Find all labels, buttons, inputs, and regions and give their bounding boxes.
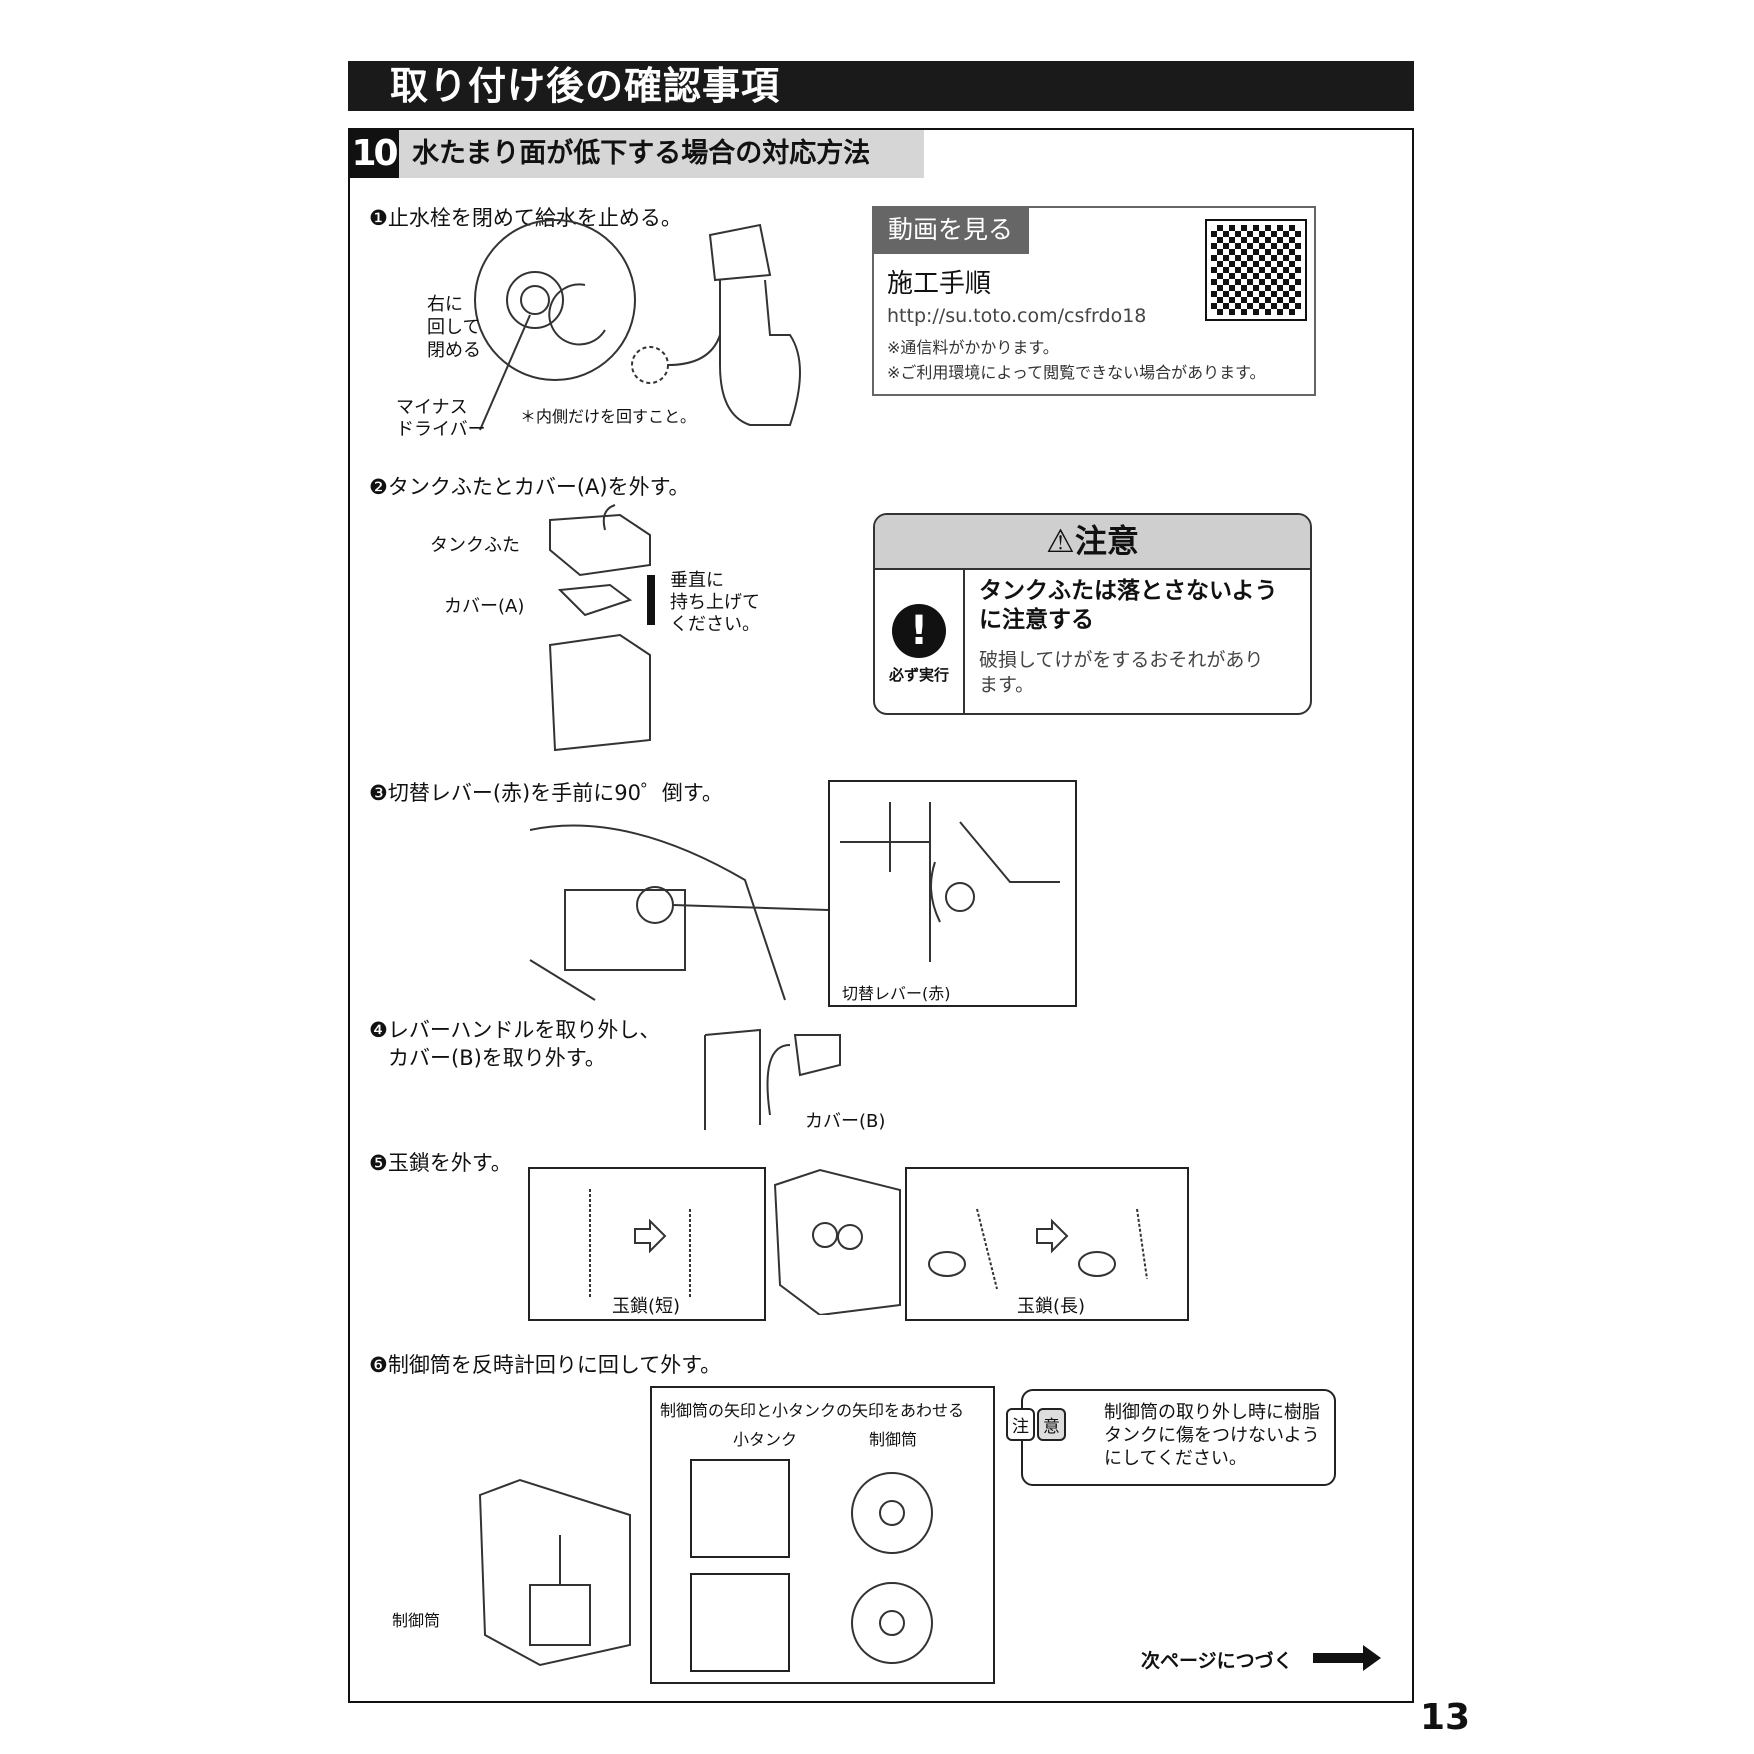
- step-5-text: ❺玉鎖を外す。: [369, 1151, 512, 1175]
- label-inner-only: ＊内側だけを回すこと。: [520, 407, 697, 426]
- alignment-panel: [650, 1386, 995, 1684]
- section-title: 水たまり面が低下する場合の対応方法: [412, 138, 871, 169]
- warning-triangle-icon: ⚠: [1046, 522, 1075, 560]
- label-vertically: 垂直に: [670, 570, 724, 591]
- label-please: ください。: [670, 614, 760, 635]
- section-header: [348, 130, 924, 178]
- label-close: 閉める: [427, 340, 481, 361]
- caution-body-1: 破損してけがをするおそれがあり: [979, 649, 1264, 671]
- tank-chain-illustration: [773, 1168, 901, 1315]
- watch-video-tag: 動画を見る: [872, 206, 1029, 254]
- mandatory-label: 必ず実行: [888, 666, 949, 684]
- long-chain-panel: [905, 1167, 1189, 1321]
- label-align-arrows: 制御筒の矢印と小タンクの矢印をあわせる: [660, 1401, 965, 1420]
- content-frame: [348, 128, 1414, 1703]
- note-badge-2: 意: [1037, 1408, 1066, 1441]
- page-number: 13: [1420, 1697, 1471, 1738]
- page-title: 取り付け後の確認事項: [348, 61, 1414, 111]
- step-3-text: ❸切替レバー(赤)を手前に90゜倒す。: [369, 781, 723, 805]
- label-short-chain: 玉鎖(短): [612, 1296, 681, 1317]
- up-arrow-icon: [647, 575, 655, 625]
- caution-heading-2: に注意する: [979, 607, 1094, 633]
- label-turn-right: 右に: [427, 294, 463, 315]
- note-line-3: にしてください。: [1104, 1448, 1247, 1469]
- caution-body-2: ます。: [979, 674, 1035, 696]
- label-lift: 持ち上げて: [670, 592, 760, 613]
- note-badge: 注 意: [1006, 1408, 1066, 1441]
- video-note-2: ※ご利用環境によって閲覧できない場合があります。: [887, 363, 1266, 382]
- step-4-text-2: カバー(B)を取り外す。: [388, 1046, 606, 1070]
- step-6-text: ❻制御筒を反時計回りに回して外す。: [369, 1353, 722, 1377]
- label-cover-b: カバー(B): [805, 1111, 886, 1132]
- label-small-tank: 小タンク: [733, 1430, 798, 1449]
- qr-code[interactable]: [1205, 219, 1307, 321]
- video-box[interactable]: [872, 206, 1316, 396]
- switch-lever-detail: [828, 780, 1077, 1007]
- label-cover-a: カバー(A): [444, 596, 525, 617]
- video-url[interactable]: http://su.toto.com/csfrdo18: [887, 305, 1147, 327]
- label-long-chain: 玉鎖(長): [1017, 1296, 1086, 1317]
- tank-lid-illustration: [548, 504, 651, 752]
- label-screwdriver: ドライバー: [396, 419, 486, 440]
- note-line-1: 制御筒の取り外し時に樹脂: [1104, 1402, 1320, 1423]
- video-note-1: ※通信料がかかります。: [887, 338, 1059, 357]
- video-heading: 施工手順: [887, 269, 992, 299]
- tank-control-tube-illustration: [478, 1478, 631, 1667]
- label-turn: 回して: [427, 317, 481, 338]
- caution-heading-1: タンクふたは落とさないよう: [979, 578, 1278, 604]
- right-arrow-icon: [1313, 1645, 1381, 1671]
- section-number: 10: [348, 130, 399, 178]
- caution-box: ⚠注意 ! 必ず実行 タンクふたは落とさないよう に注意する 破損してけがをする…: [873, 513, 1312, 715]
- label-control-tube-2: 制御筒: [869, 1430, 918, 1449]
- lever-handle-illustration: [704, 1028, 841, 1130]
- label-flathead: マイナス: [396, 397, 468, 418]
- short-chain-panel: [528, 1167, 766, 1321]
- step-2-text: ❷タンクふたとカバー(A)を外す。: [369, 475, 690, 499]
- switch-lever-illustration: [529, 824, 829, 1001]
- note-badge-1: 注: [1006, 1408, 1035, 1441]
- label-switch-lever: 切替レバー(赤): [842, 984, 951, 1003]
- label-control-tube: 制御筒: [392, 1611, 441, 1630]
- mandatory-icon: !: [892, 604, 946, 658]
- shutoff-valve-illustration: [474, 219, 801, 431]
- label-tank-lid: タンクふた: [430, 535, 520, 556]
- step-4-text: ❹レバーハンドルを取り外し、: [369, 1018, 661, 1042]
- next-page-text: 次ページにつづく: [1141, 1650, 1293, 1672]
- caution-title: 注意: [1074, 522, 1139, 560]
- note-line-2: タンクに傷をつけないよう: [1104, 1425, 1320, 1446]
